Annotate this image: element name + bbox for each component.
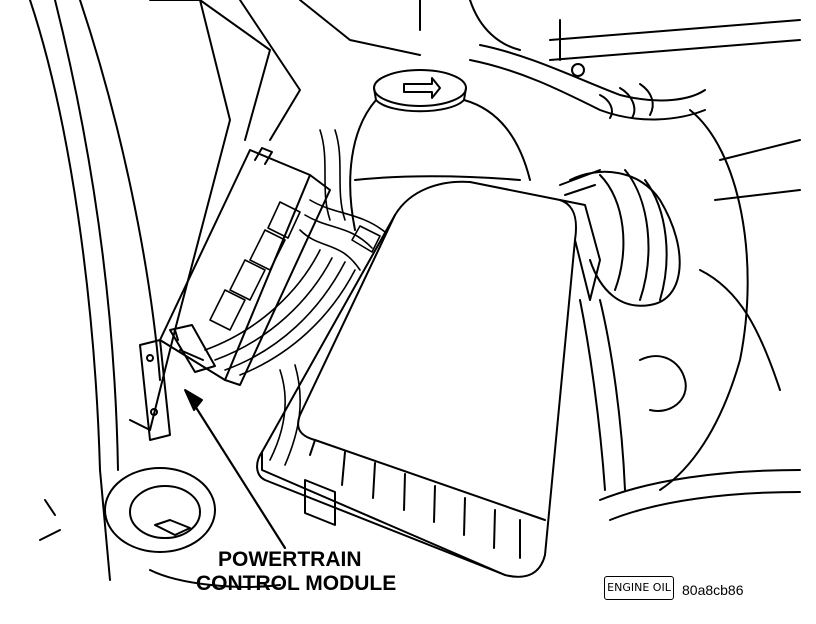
wiring-harness (204, 129, 386, 466)
upper-right-hoses (299, 0, 801, 121)
callout-label-line2: CONTROL MODULE (196, 572, 397, 595)
left-fender (29, 0, 161, 581)
callout-label-line1: POWERTRAIN (218, 548, 362, 571)
intake-duct (559, 169, 681, 307)
pcm-bracket (139, 339, 171, 441)
engine-oil-tag: ENGINE OIL (604, 576, 674, 600)
right-engine-components (579, 109, 801, 521)
hood-hinge-panel (129, 0, 301, 431)
pcm-module (159, 147, 331, 386)
coolant-reservoir (349, 69, 531, 231)
lower-left-canister (39, 467, 281, 588)
air-cleaner-housing (256, 180, 601, 578)
figure-code: 80a8cb86 (682, 582, 744, 598)
pcm-leader-arrow (184, 389, 287, 550)
